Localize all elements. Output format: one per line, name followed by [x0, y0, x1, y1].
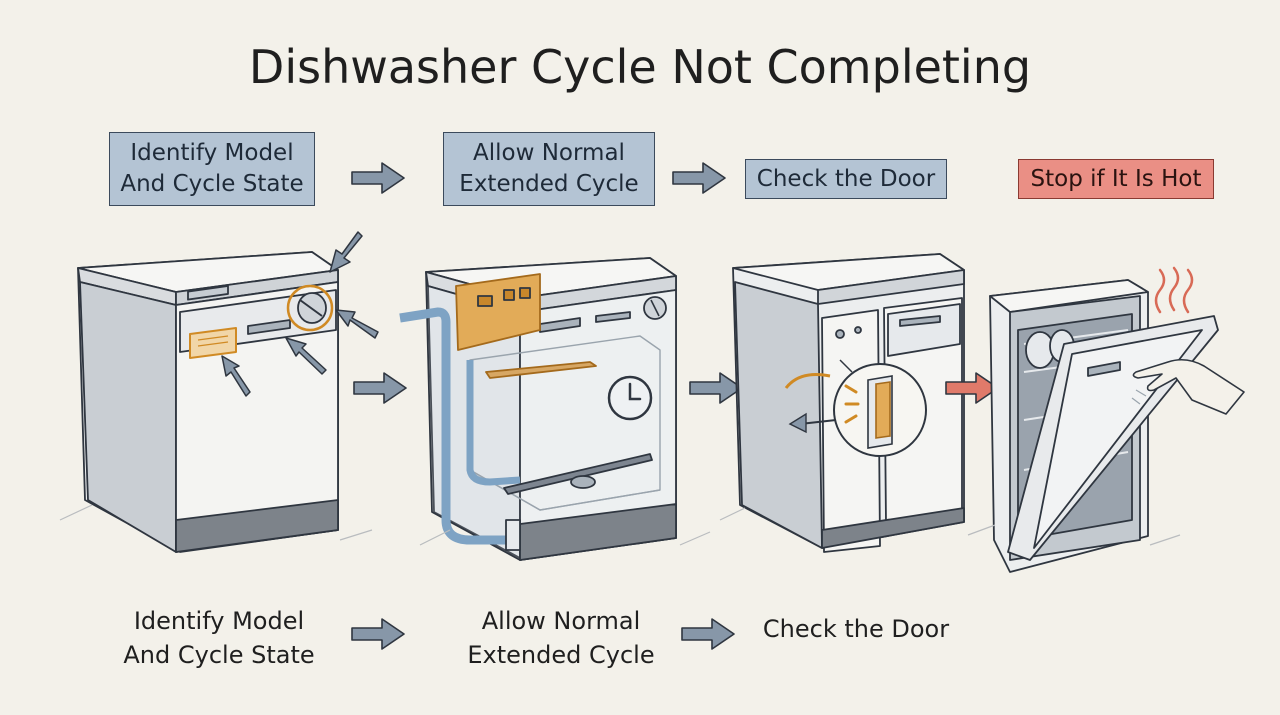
step-box-identify-line1: Identify Model — [130, 140, 294, 166]
door-latch-icon — [784, 359, 927, 457]
caption-identify: Identify Model And Cycle State — [104, 604, 334, 672]
flow-arrow-bottom-2 — [681, 618, 735, 650]
caption-check-door-line1: Check the Door — [762, 615, 950, 643]
heat-waves-icon — [1154, 266, 1194, 314]
flow-arrow-bottom-1 — [351, 618, 405, 650]
step-box-identify-line2: And Cycle State — [120, 171, 304, 197]
pointer-arrows-1 — [221, 231, 379, 397]
page-title: Dishwasher Cycle Not Completing — [248, 40, 1032, 94]
flow-arrow-mid-2 — [689, 372, 743, 404]
flow-arrow-mid-1 — [353, 372, 407, 404]
flow-arrow-top-2 — [672, 162, 726, 194]
step-box-check-door: Check the Door — [745, 159, 947, 199]
caption-extended-cycle: Allow Normal Extended Cycle — [446, 604, 676, 672]
flow-arrow-top-1 — [351, 162, 405, 194]
step-box-extended-cycle-line2: Extended Cycle — [459, 171, 639, 197]
step-box-extended-cycle-line1: Allow Normal — [473, 140, 625, 166]
step-box-check-door-line1: Check the Door — [756, 165, 936, 192]
dishwasher-4 — [989, 279, 1219, 573]
motion-lines — [1131, 389, 1147, 405]
step-box-stop-hot-line1: Stop if It Is Hot — [1030, 165, 1202, 192]
ground-lines — [59, 504, 1181, 546]
caption-check-door: Check the Door — [745, 612, 967, 646]
flow-arrow-warn — [945, 372, 999, 404]
caption-identify-line1: Identify Model — [133, 607, 305, 635]
hand-icon — [1132, 358, 1245, 415]
clock-icon — [607, 375, 653, 421]
step-box-stop-hot: Stop if It Is Hot — [1018, 159, 1214, 199]
caption-extended-cycle-line2: Extended Cycle — [467, 641, 655, 669]
dishwasher-2 — [399, 257, 677, 561]
dishwasher-1 — [77, 251, 339, 553]
caption-extended-cycle-line1: Allow Normal — [481, 607, 641, 635]
caption-identify-line2: And Cycle State — [123, 641, 315, 669]
